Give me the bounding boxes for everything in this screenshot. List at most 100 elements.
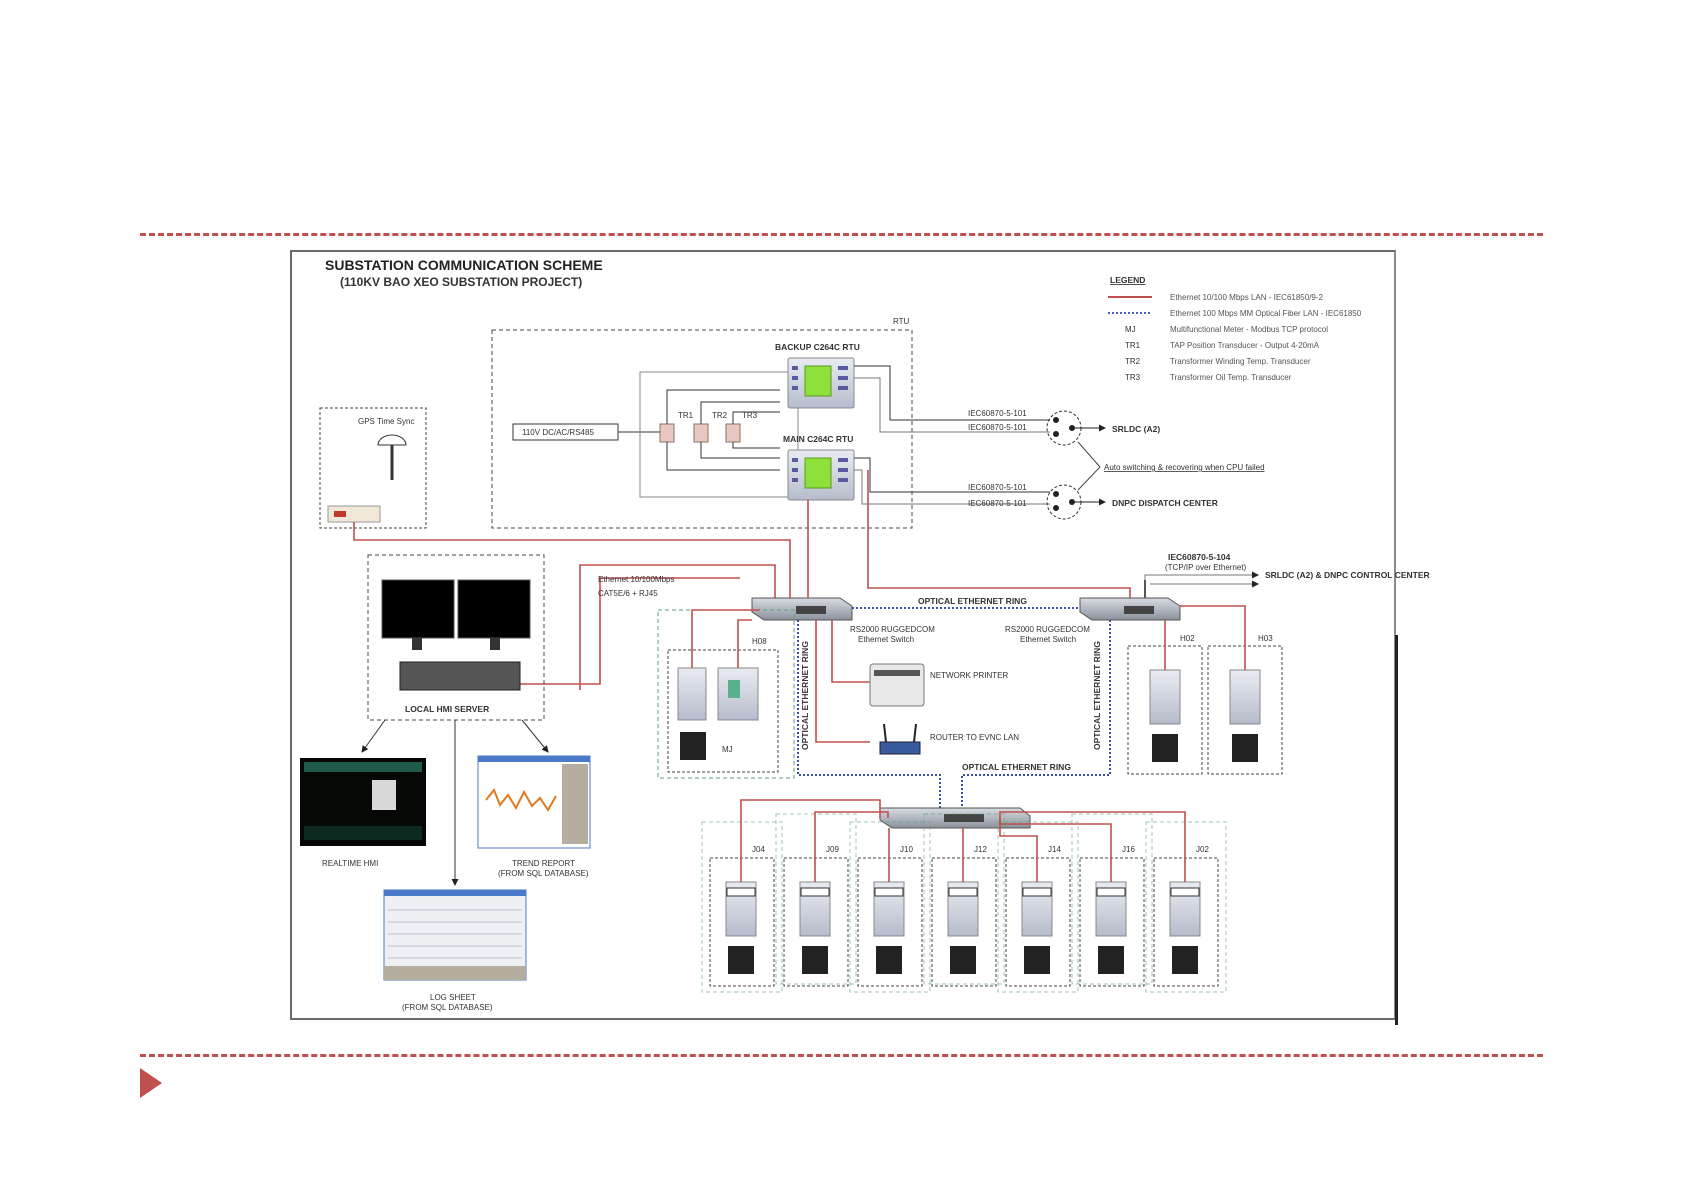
bay-outer-box	[997, 821, 1079, 993]
meter-display	[1096, 887, 1126, 897]
switch-1-sub: Ethernet Switch	[858, 635, 914, 644]
legend-symbol: TR2	[1125, 357, 1141, 366]
bay-outer-box	[1145, 821, 1227, 993]
protocol-label: IEC60870-5-101	[968, 483, 1027, 492]
terminal-icon	[876, 946, 902, 974]
terminal-icon	[1232, 734, 1258, 762]
frame-edge	[1395, 635, 1398, 1025]
legend-item-label: Transformer Oil Temp. Transducer	[1170, 373, 1292, 382]
ethernet-switch-3	[879, 807, 1031, 829]
gps-time-sync: GPS Time Sync	[319, 407, 427, 529]
legend-item-label: Multifunctional Meter - Modbus TCP proto…	[1170, 325, 1328, 334]
bay-outer-box	[775, 813, 857, 985]
legend-symbol: TR1	[1125, 341, 1141, 350]
dest-dnpc-label: DNPC DISPATCH CENTER	[1112, 498, 1218, 508]
bay-label: J04	[752, 845, 765, 854]
trend-report-label: TREND REPORT	[512, 859, 575, 868]
bay: J14	[997, 818, 1079, 993]
ethernet-link	[999, 818, 1038, 882]
bay-label: H03	[1258, 634, 1273, 643]
meter-display	[874, 887, 904, 897]
bay-outer-box	[701, 821, 783, 993]
bay-h08: H08 MJ	[657, 609, 795, 779]
router: ROUTER TO EVNC LAN	[879, 723, 1019, 755]
backup-rtu-label: BACKUP C264C RTU	[775, 342, 860, 352]
bay-label: J10	[900, 845, 913, 854]
bay: J12	[923, 813, 1005, 987]
legend-item-label: Ethernet 100 Mbps MM Optical Fiber LAN -…	[1170, 309, 1362, 318]
meter-display	[948, 887, 978, 897]
meter-icon	[1229, 669, 1261, 725]
meter-display	[800, 887, 830, 897]
router-label: ROUTER TO EVNC LAN	[930, 733, 1019, 742]
meter-display	[1170, 887, 1200, 897]
meter-label: MJ	[722, 745, 733, 754]
main-rtu-label: MAIN C264C RTU	[783, 434, 853, 444]
legend-heading: LEGEND	[1110, 275, 1145, 285]
backup-rtu: BACKUP C264C RTU	[775, 342, 860, 409]
transducer-label: TR1	[678, 411, 694, 420]
bottom-divider	[140, 1054, 1543, 1057]
bay-box	[783, 857, 849, 987]
log-sheet-screenshot: LOG SHEET (FROM SQL DATABASE)	[383, 889, 527, 1012]
terminal-icon	[1024, 946, 1050, 974]
bay: J09	[775, 811, 889, 987]
bay-box	[1153, 857, 1219, 987]
protocol-label: IEC60870-5-101	[968, 409, 1027, 418]
bay-box	[709, 857, 775, 987]
bay: J16	[999, 813, 1153, 987]
protocol-label: IEC60870-5-101	[968, 423, 1027, 432]
bottom-bays: J04 J09 J10 J12 J14 J16 J02	[701, 799, 1227, 993]
transducers: TR1 TR2 TR3	[659, 389, 780, 471]
legend-symbol: MJ	[1125, 325, 1136, 334]
bay-label: J14	[1048, 845, 1061, 854]
ethernet-link	[999, 818, 1112, 882]
io-box-label: 110V DC/AC/RS485	[522, 428, 594, 437]
terminal-icon	[728, 946, 754, 974]
log-sheet-sub: (FROM SQL DATABASE)	[402, 1003, 493, 1012]
bay-label: J09	[826, 845, 839, 854]
switch-2-sub: Ethernet Switch	[1020, 635, 1076, 644]
network-printer: NETWORK PRINTER	[869, 663, 1008, 707]
optical-ring-left-label: OPTICAL ETHERNET RING	[800, 641, 810, 750]
bay-label: J12	[974, 845, 987, 854]
optical-ring-bottom-label: OPTICAL ETHERNET RING	[962, 762, 1071, 772]
printer-label: NETWORK PRINTER	[930, 671, 1008, 680]
meter-icon	[1149, 669, 1181, 725]
top-divider	[140, 233, 1543, 236]
dest-control-center-label: SRLDC (A2) & DNPC CONTROL CENTER	[1265, 570, 1430, 580]
bay-outer-box	[849, 821, 931, 993]
ethernet-switch-2: RS2000 RUGGEDCOM Ethernet Switch	[1005, 580, 1181, 644]
server-link-top: Ethernet 10/100Mbps	[598, 575, 675, 584]
bay: J02	[999, 811, 1227, 993]
meter-display	[726, 887, 756, 897]
bay-h03: H03	[1180, 605, 1283, 775]
diagram-subtitle: (110KV BAO XEO SUBSTATION PROJECT)	[340, 275, 582, 289]
log-sheet-label: LOG SHEET	[430, 993, 476, 1002]
main-rtu: MAIN C264C RTU	[783, 434, 855, 501]
legend-item-label: Ethernet 10/100 Mbps LAN - IEC61850/9-2	[1170, 293, 1324, 302]
terminal-icon	[1172, 946, 1198, 974]
bay-outer-box	[923, 813, 1005, 985]
terminal-icon	[1098, 946, 1124, 974]
router-icon	[879, 741, 921, 755]
iec104-label: IEC60870-5-104	[1168, 552, 1231, 562]
ethernet-switch-1: RS2000 RUGGEDCOM Ethernet Switch	[751, 597, 935, 644]
iec104-sub: (TCP/IP over Ethernet)	[1165, 563, 1247, 572]
bay-label: H02	[1180, 634, 1195, 643]
transducer-icon	[725, 423, 741, 443]
transducer-icon	[693, 423, 709, 443]
bay-box	[1005, 857, 1071, 987]
protocol-label: IEC60870-5-101	[968, 499, 1027, 508]
diagram-title: SUBSTATION COMMUNICATION SCHEME	[325, 257, 603, 273]
legend-item-label: Transformer Winding Temp. Transducer	[1170, 357, 1311, 366]
bay-outer-box	[1071, 813, 1153, 985]
bay-label: J16	[1122, 845, 1135, 854]
rtu-box-label: RTU	[893, 317, 910, 326]
transducer-label: TR2	[712, 411, 728, 420]
switch-2-label: RS2000 RUGGEDCOM	[1005, 625, 1090, 634]
gps-antenna-icon	[377, 434, 407, 446]
bay-label: J02	[1196, 845, 1209, 854]
realtime-hmi-label: REALTIME HMI	[322, 859, 378, 868]
